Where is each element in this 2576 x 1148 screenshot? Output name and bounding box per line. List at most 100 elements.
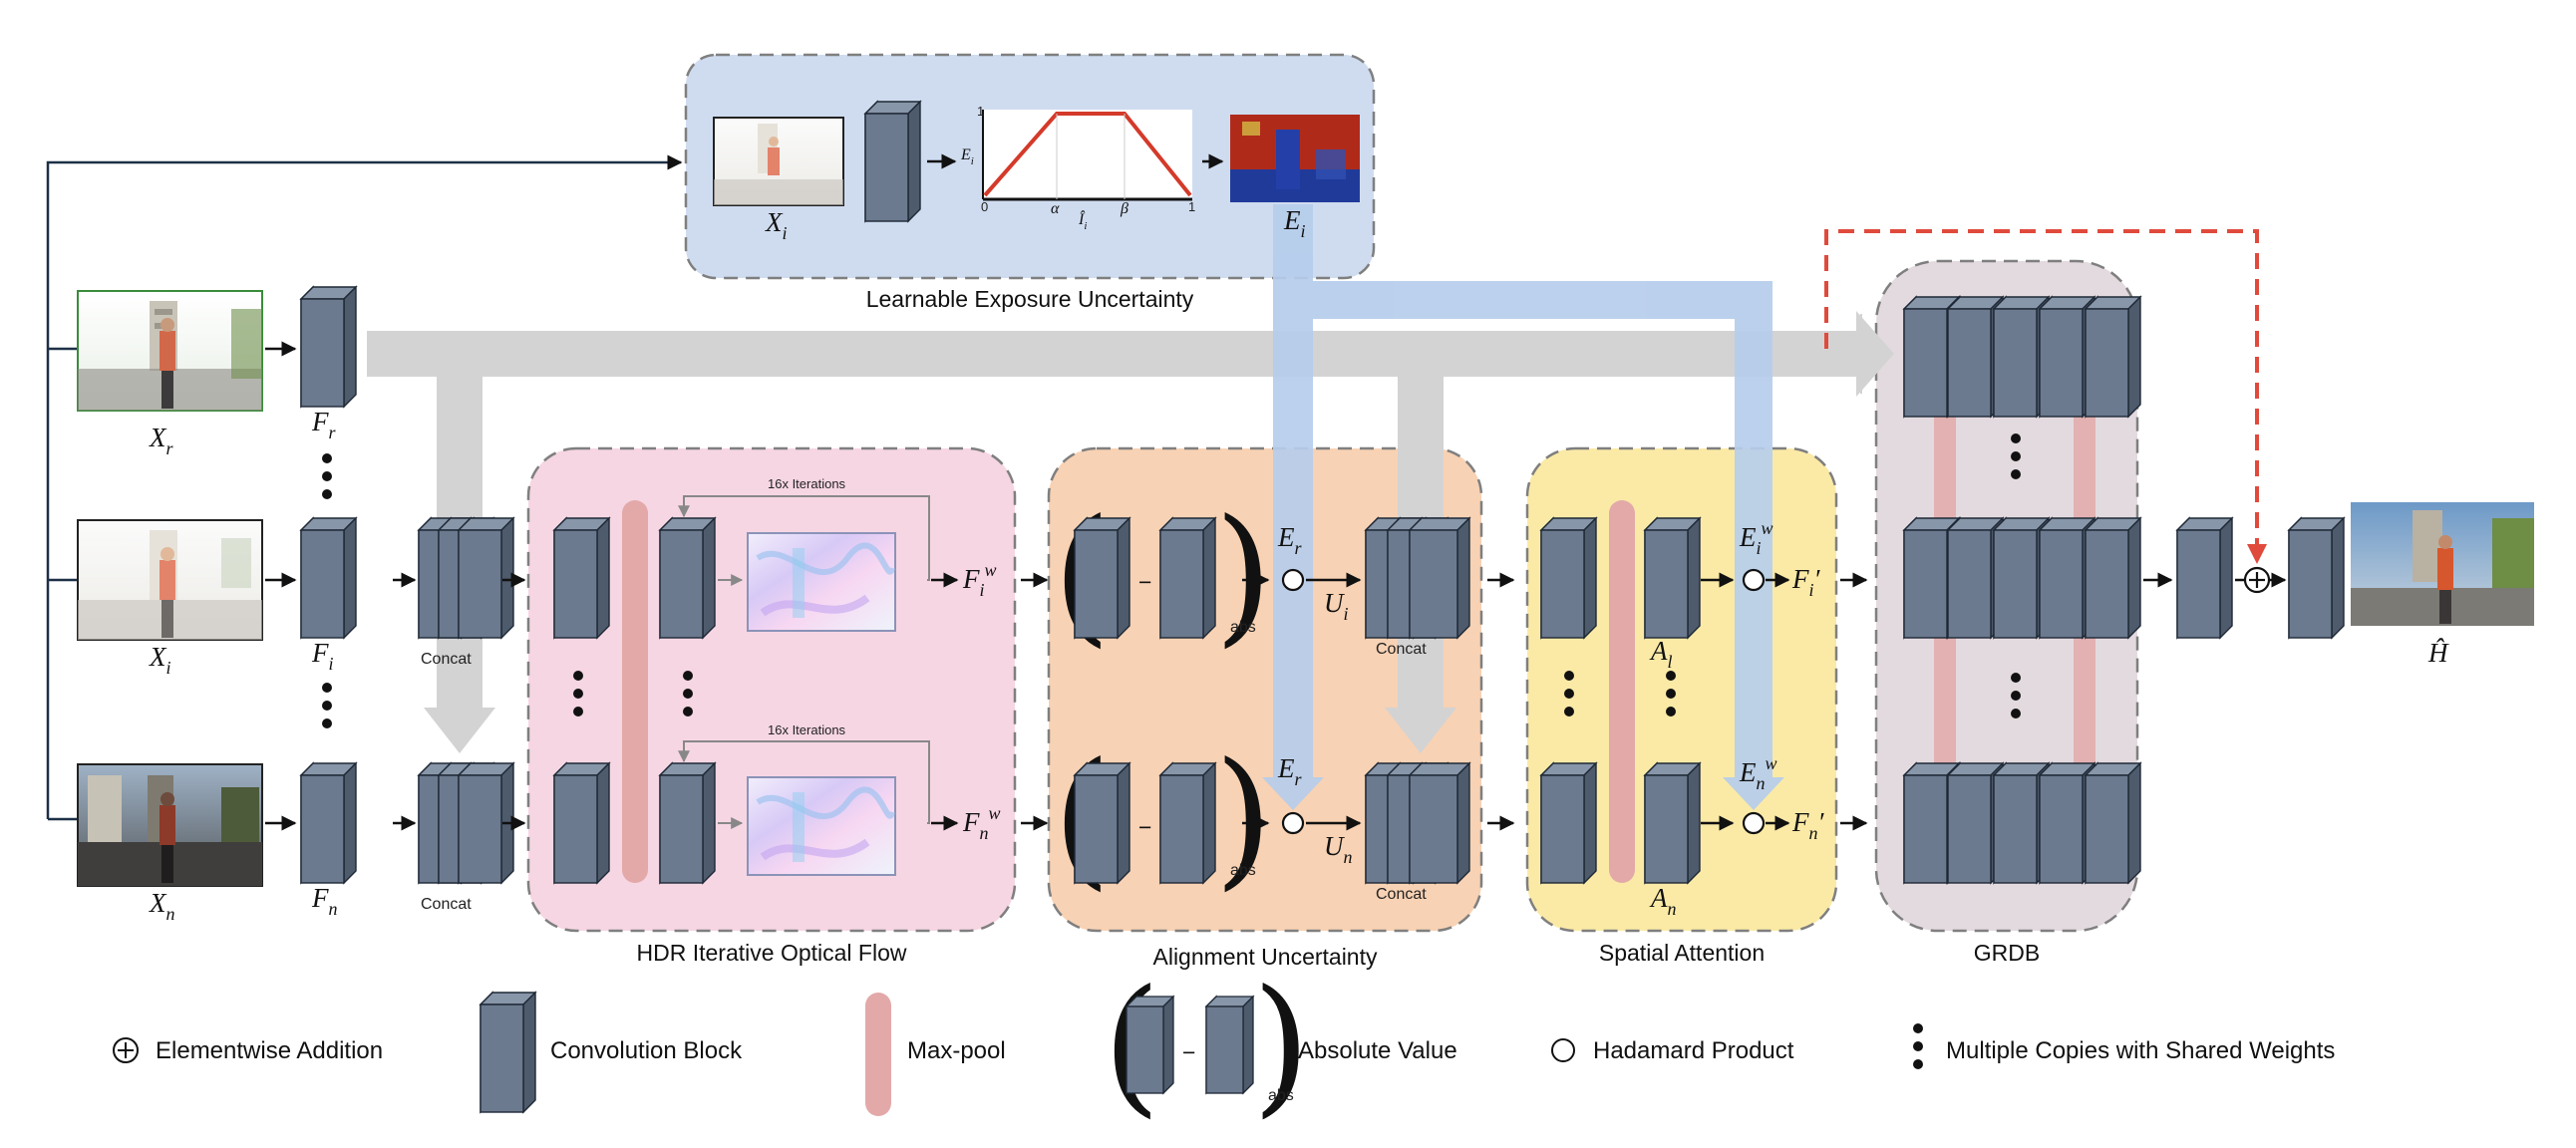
plot-beta: β (1120, 200, 1128, 217)
module-title-exposure: Learnable Exposure Uncertainty (866, 286, 1194, 312)
plot-tick-one: 1 (1188, 199, 1195, 214)
blue-uncertainty-path (1262, 204, 1784, 810)
label-fn-warped: Fnw (962, 803, 1001, 843)
minus-sign: − (1138, 569, 1151, 595)
legend-copies-icon (1913, 1023, 1923, 1069)
feature-block-fn (300, 762, 357, 884)
label-fn-prime: Fn′ (1791, 807, 1825, 843)
label-output-h: Ĥ (2427, 638, 2449, 668)
legend-maxpool-label: Max-pool (907, 1037, 1006, 1064)
copies-dots (2011, 433, 2021, 479)
input-image-xn (77, 763, 263, 887)
module-title-grdb: GRDB (1974, 940, 2040, 966)
exposure-uncertainty-map (1230, 115, 1360, 202)
exposure-input-image (713, 117, 844, 206)
input-image-xi (77, 519, 263, 641)
hadamard-node (1742, 568, 1766, 592)
flow-conv-block (553, 762, 610, 884)
plot-y-label: Ei (960, 146, 974, 167)
plot-alpha: α (1051, 200, 1060, 217)
legend-abs-icon: ( − ) abs (1103, 959, 1311, 1132)
plot-x-label: Îi (1078, 209, 1087, 232)
concat-label: Concat (1376, 886, 1427, 903)
feature-block-fr (300, 286, 357, 408)
legend-hadamard-label: Hadamard Product (1593, 1037, 1794, 1064)
attention-conv-block (1644, 762, 1701, 884)
label-an: An (1649, 883, 1677, 919)
label-ui: Ui (1324, 588, 1349, 624)
minus-sign: − (1138, 814, 1151, 840)
label-er: Er (1277, 522, 1303, 558)
maxpool-bar (1609, 500, 1635, 883)
label-xr: Xr (149, 423, 174, 458)
align-conv-block (1159, 762, 1216, 884)
exposure-input-line (46, 154, 683, 349)
label-xn: Xn (149, 888, 175, 924)
legend-conv-label: Convolution Block (550, 1037, 743, 1064)
module-title-flow: HDR Iterative Optical Flow (637, 940, 907, 966)
copies-dots (322, 683, 332, 728)
svg-text:−: − (1182, 1039, 1195, 1065)
label-xi: Xi (149, 642, 171, 678)
module-title-align: Alignment Uncertainty (1153, 944, 1378, 970)
label-fi: Fi (311, 638, 334, 674)
label-fi-warped: Fiw (962, 560, 997, 600)
concat-label: Concat (421, 651, 472, 668)
module-title-attention: Spatial Attention (1599, 940, 1765, 966)
plot-tick-zero: 0 (981, 199, 988, 214)
feature-block-fi (300, 517, 357, 639)
output-conv-block (2288, 517, 2345, 639)
label-enw: Enw (1739, 753, 1777, 793)
label-fi-prime: Fi′ (1791, 564, 1821, 600)
legend-hadamard-icon (1551, 1038, 1575, 1062)
label-fn: Fn (311, 883, 338, 919)
label-eiw: Eiw (1739, 518, 1773, 558)
exposure-conv-block (864, 101, 921, 222)
global-skip-connection (1824, 229, 2267, 564)
label-fr: Fr (311, 407, 337, 442)
output-hdr-image (2351, 502, 2534, 626)
flow-conv-block (659, 762, 716, 884)
concat-block-n (418, 762, 514, 884)
output-conv-block (2176, 517, 2233, 639)
legend: Elementwise Addition Convolution Block M… (113, 959, 2335, 1132)
concat-block-align-i (1365, 517, 1470, 639)
label-xi-exposure: Xi (765, 207, 788, 243)
label-un: Un (1324, 831, 1353, 867)
flow-conv-block (659, 517, 716, 639)
copies-dots (683, 671, 693, 717)
align-conv-block (1159, 517, 1216, 639)
copies-dots (2011, 673, 2021, 718)
copies-dots (1564, 671, 1574, 717)
optical-flow-image (747, 532, 896, 632)
legend-add-icon (113, 1037, 139, 1063)
concat-label: Concat (421, 896, 472, 913)
attention-conv-block (1540, 517, 1597, 639)
label-a1: Al (1649, 636, 1673, 672)
hadamard-node (1742, 811, 1766, 835)
svg-text:abs: abs (1268, 1087, 1294, 1104)
copies-dots (322, 453, 332, 499)
concat-label: Concat (1376, 641, 1427, 658)
concat-block-align-n (1365, 762, 1470, 884)
hadamard-node (1281, 568, 1305, 592)
iterations-label: 16x Iterations (768, 722, 846, 737)
flow-conv-block (553, 517, 610, 639)
optical-flow-image (747, 776, 896, 876)
align-conv-block (1074, 762, 1130, 884)
hadamard-node (1281, 811, 1305, 835)
attention-conv-block (1644, 517, 1701, 639)
legend-addition-label: Elementwise Addition (156, 1037, 383, 1064)
legend-absval-label: Absolute Value (1298, 1037, 1457, 1064)
copies-dots (1666, 671, 1676, 717)
elementwise-add-node (2243, 566, 2271, 594)
attention-conv-block (1540, 762, 1597, 884)
grdb-conv-stack (1903, 762, 2141, 884)
abs-label: abs (1230, 619, 1256, 636)
abs-label: abs (1230, 862, 1256, 879)
grdb-conv-stack (1903, 296, 2141, 418)
concat-block-i (418, 517, 514, 639)
copies-dots (573, 671, 583, 717)
plot-tick-one: 1 (977, 104, 984, 119)
